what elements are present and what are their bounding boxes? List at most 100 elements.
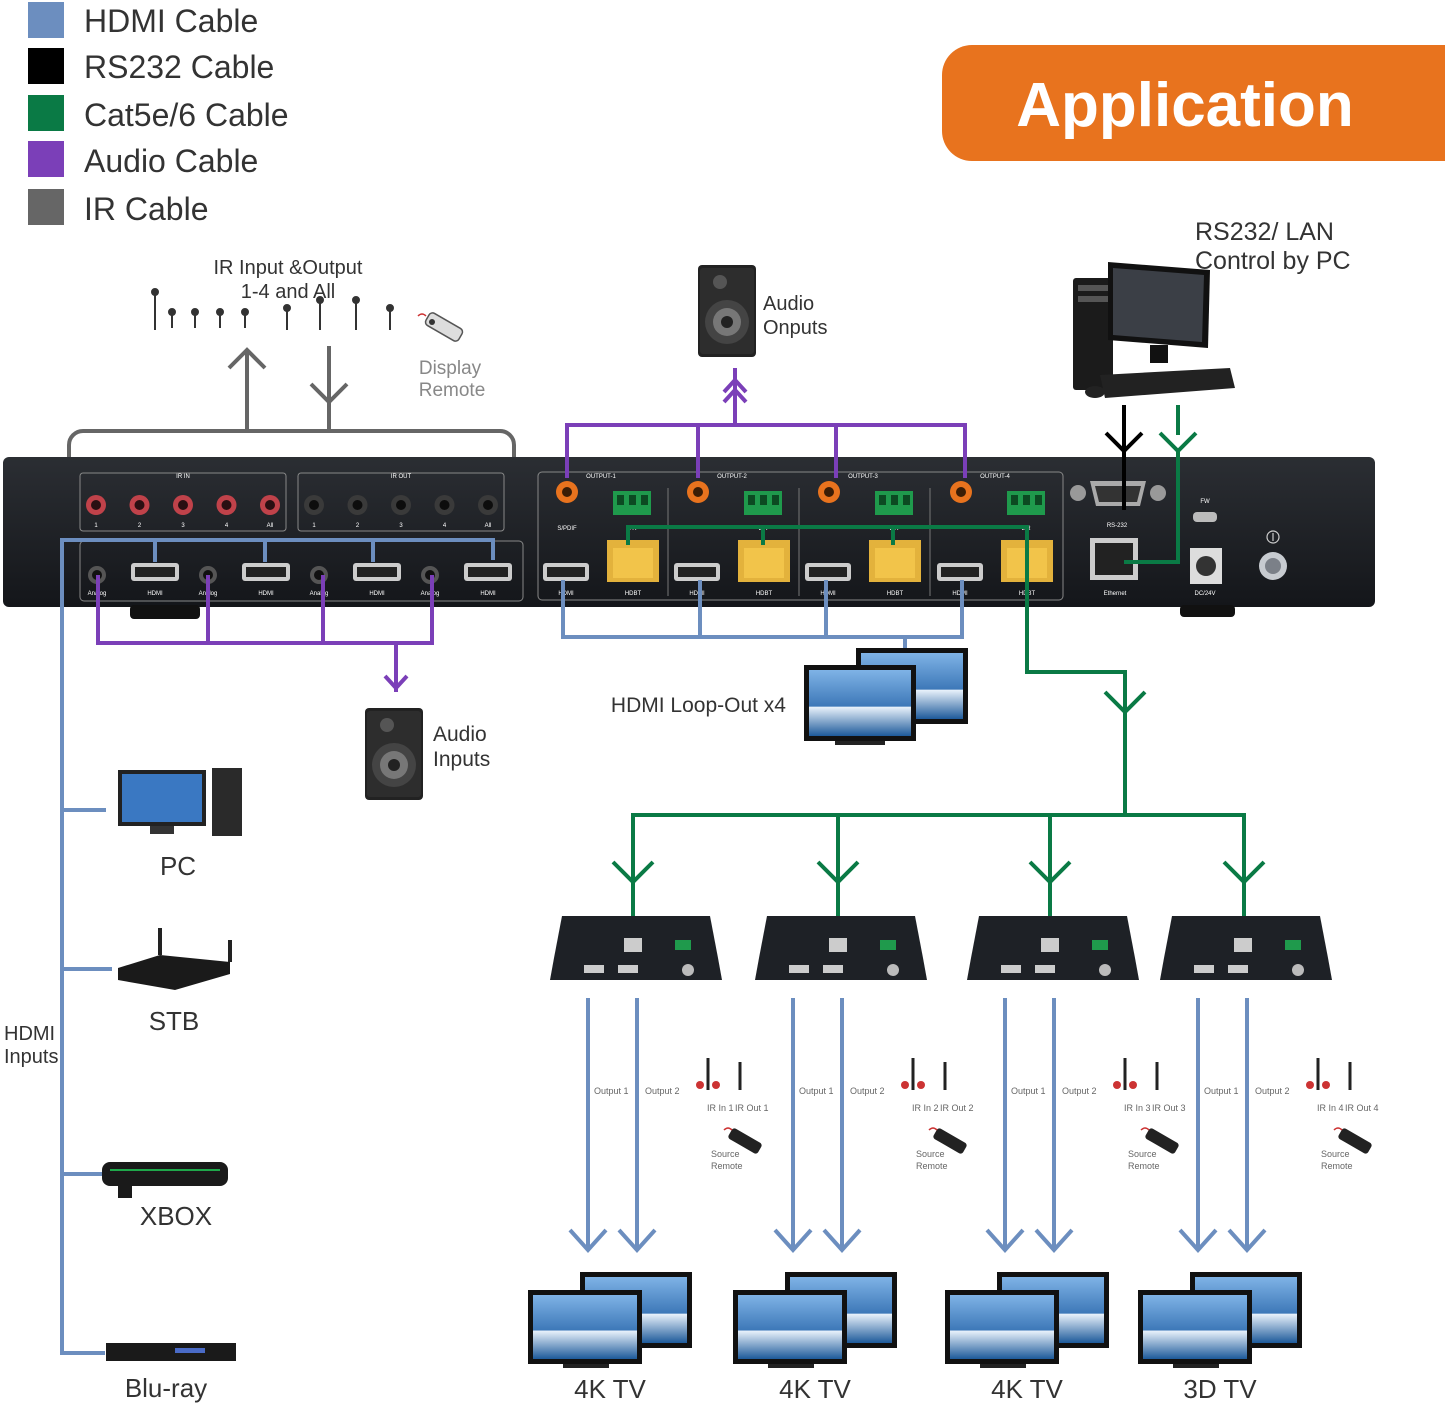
ir-in-port-label: All <box>267 523 274 529</box>
hdmi-input-port-label: HDMI <box>480 591 496 597</box>
receiver-rj45 <box>624 938 642 952</box>
audio-input-speaker-icon <box>365 708 423 800</box>
receiver-hdmi-port <box>1228 965 1248 973</box>
source-bluray-label: Blu-ray <box>125 1373 207 1403</box>
legend-label-ir: IR Cable <box>84 191 209 227</box>
receiver-hdmi-port <box>1035 965 1055 973</box>
title-banner: Application <box>942 45 1445 161</box>
receiver-dc-jack <box>1099 964 1111 976</box>
tv-icon <box>733 1272 897 1368</box>
receiver-output1-label: Output 1 <box>1011 1086 1046 1096</box>
pc-control-label-line2: Control by PC <box>1195 247 1351 275</box>
ir-out-jack-hole <box>439 500 450 510</box>
hdmi-output-arrow <box>1178 1228 1218 1253</box>
ir-out-port-label: 3 <box>399 523 403 529</box>
tv-stand <box>563 1364 609 1368</box>
ir-out-port-label: 1 <box>312 523 316 529</box>
source-pc-label: PC <box>160 851 196 881</box>
hdbt-port-label: HDBT <box>756 591 773 597</box>
ir-in-port-label: 4 <box>225 523 229 529</box>
receiver-rj45 <box>1234 938 1252 952</box>
fw-port: FW <box>1193 499 1217 522</box>
terminal-screw <box>617 495 624 505</box>
receiver-terminal <box>1092 940 1108 950</box>
source-stb-label: STB <box>149 1006 200 1036</box>
source-xbox-label: XBOX <box>140 1201 212 1231</box>
ir-sensor-led <box>901 1081 909 1089</box>
receiver-remote-label-line1: Source <box>916 1149 945 1159</box>
output-block-label: OUTPUT-2 <box>717 474 747 480</box>
hdmi-loop-port-slot <box>941 567 979 577</box>
hdmi-input-port-slot <box>357 567 397 577</box>
hdmi-loop-cables <box>561 580 964 650</box>
ir-in-jack-hole <box>134 500 145 510</box>
ir-in-port-label: 2 <box>138 523 142 529</box>
audio-outputs-label-line1: Audio <box>763 293 814 315</box>
receiver-remote-label-line2: Remote <box>1128 1161 1160 1171</box>
remote-signal-icon <box>1140 1127 1150 1131</box>
terminal-screw <box>879 495 886 505</box>
ir-sensor-icon <box>901 1058 947 1090</box>
loop-out-monitors-icon <box>804 648 968 745</box>
hdbt-port-label: HDBT <box>625 591 642 597</box>
tv-front-screen <box>533 1295 637 1359</box>
source-remote-icon <box>1145 1128 1179 1154</box>
output-block-label: OUTPUT-4 <box>980 474 1010 480</box>
hdmi-output-arrow <box>985 1228 1025 1253</box>
ir-in-jack-hole <box>178 500 188 510</box>
rs232-port: RS-232 <box>1070 481 1166 529</box>
hdmi-loop-port-slot <box>678 567 716 577</box>
ir-in-port-label: 1 <box>94 523 98 529</box>
receiver-output2-label: Output 2 <box>1062 1086 1097 1096</box>
receiver-terminal <box>675 940 691 950</box>
hdmi-loop-port-label: HDMI <box>558 591 574 597</box>
remote-signal-icon <box>928 1127 938 1131</box>
hdbt-port-label: HDBT <box>887 591 904 597</box>
legend-label-cat: Cat5e/6 Cable <box>84 97 289 133</box>
receiver-output1-label: Output 1 <box>594 1086 629 1096</box>
ir-sensor-led <box>1322 1081 1330 1089</box>
hdmi-input-cables <box>60 538 495 1355</box>
panel-ethernet-label: Ethernet <box>1104 591 1127 597</box>
ir-out-jack-hole <box>352 500 363 510</box>
legend-swatch-audio <box>28 141 64 177</box>
legend-swatch-hdmi <box>28 2 64 38</box>
terminal-screw <box>1011 495 1018 505</box>
source-bluray: Blu-ray <box>106 1343 236 1403</box>
ir-sensor-led <box>1306 1081 1314 1089</box>
terminal-screw <box>772 495 779 505</box>
receiver-remote-label-line1: Source <box>1321 1149 1350 1159</box>
receiver-output1-label: Output 1 <box>799 1086 834 1096</box>
tv-label: 4K TV <box>991 1374 1063 1404</box>
hdmi-input-port-slot <box>135 567 175 577</box>
receiver-ir-out-label: IR Out 1 <box>735 1103 769 1113</box>
ir-in-jack-hole <box>221 500 232 510</box>
receiver-hdmi-port <box>789 965 809 973</box>
display-remote-icon <box>417 312 464 342</box>
hdmi-output-arrow <box>568 1228 608 1253</box>
spdif-jack-hole <box>824 487 834 497</box>
receiver-ir-out-label: IR Out 3 <box>1152 1103 1186 1113</box>
ir-in-jack-hole <box>91 500 101 510</box>
tv-label: 4K TV <box>574 1374 646 1404</box>
legend-item-audio: Audio Cable <box>28 141 258 179</box>
hdmi-input-port-label: HDMI <box>258 591 274 597</box>
receiver-hdmi-port <box>584 965 604 973</box>
ethernet-port: Ethernet <box>1090 538 1138 597</box>
receiver-ir-in-label: IR In 3 <box>1124 1103 1151 1113</box>
audio-output-speaker-icon <box>698 265 756 357</box>
output-block-label: OUTPUT-1 <box>586 474 616 480</box>
display-remote-label-line1: Display <box>419 358 482 379</box>
tv-front-screen <box>1143 1295 1247 1359</box>
hdmi-inputs-label-line1: HDMI <box>4 1023 55 1045</box>
receiver-ir-out-label: IR Out 4 <box>1345 1103 1379 1113</box>
source-stb: STB <box>118 928 232 1036</box>
audio-input-cables <box>96 575 434 692</box>
